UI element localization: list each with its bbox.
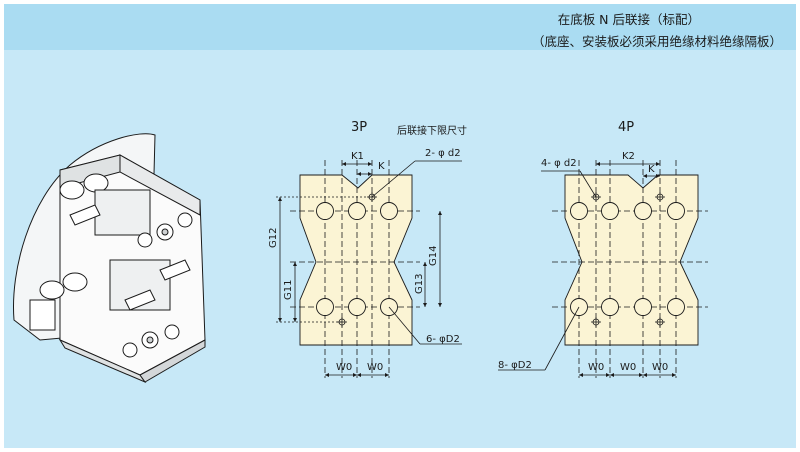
hole-large-3p-0-0 xyxy=(316,202,334,220)
hole-large-4p-1-2 xyxy=(634,298,652,316)
dim-w0-4p-1-arrow-left xyxy=(579,373,583,377)
dim-g12-3p-arrow-bottom xyxy=(278,318,282,322)
dim-k1-3p-arrow-left xyxy=(342,162,346,166)
dim-g12-3p: G12 xyxy=(268,227,279,248)
hole-large-4p-0-3 xyxy=(667,202,685,220)
header-band xyxy=(4,4,796,50)
leader-d2-3p xyxy=(371,160,416,198)
dim-g11-3p-arrow-top xyxy=(293,262,297,266)
dim-k1-3p: K1 xyxy=(351,151,364,162)
dim-k-3p-arrow-left xyxy=(357,172,361,176)
mounting-plate-3p xyxy=(299,174,413,346)
dim-g14-3p-arrow-bottom xyxy=(438,303,442,307)
hole-large-4p-1-3 xyxy=(667,298,685,316)
dim-g13-3p-arrow-bottom xyxy=(423,303,427,307)
hole-large-3p-0-2 xyxy=(380,202,398,220)
dim-w0-4p-3: W0 xyxy=(652,362,669,373)
drawing-4p xyxy=(498,160,708,378)
dim-k2-4p: K2 xyxy=(622,151,635,162)
hole-large-callout-4p: 8- φD2 xyxy=(498,360,532,371)
subtitle-3p: 后联接下限尺寸 xyxy=(397,126,467,137)
dim-w0-4p-3-arrow-right xyxy=(672,373,676,377)
pole-label-3p: 3P xyxy=(351,120,368,135)
mounting-plate-4p xyxy=(564,174,699,346)
dim-k-3p-arrow-right xyxy=(368,172,372,176)
hole-large-3p-1-1 xyxy=(348,298,366,316)
hole-large-4p-0-1 xyxy=(601,202,619,220)
drawing-3p xyxy=(276,160,462,378)
dim-g11-3p-arrow-bottom xyxy=(293,318,297,322)
breaker-illustration xyxy=(13,133,206,384)
dim-g14-3p-arrow-top xyxy=(438,211,442,215)
dim-g11-3p: G11 xyxy=(283,279,294,300)
dim-g13-3p: G13 xyxy=(414,273,425,294)
dim-w0-4p-2-arrow-right xyxy=(639,373,643,377)
dim-k-4p-arrow-right xyxy=(656,174,660,178)
dim-k2-4p-arrow-left xyxy=(596,162,600,166)
dim-w0-4p-2: W0 xyxy=(620,362,637,373)
dim-k2-4p-arrow-right xyxy=(656,162,660,166)
dim-k1-3p-arrow-right xyxy=(368,162,372,166)
hole-large-3p-0-1 xyxy=(348,202,366,220)
hole-large-4p-0-2 xyxy=(634,202,652,220)
dim-w0-3p-1-arrow-right xyxy=(353,373,357,377)
hole-small-callout-3p: 2- φ d2 xyxy=(425,148,461,159)
dim-w0-3p-2-arrow-left xyxy=(357,373,361,377)
pole-label-4p: 4P xyxy=(618,120,635,135)
dim-k-4p: K xyxy=(648,164,655,175)
hole-large-4p-1-1 xyxy=(601,298,619,316)
dim-w0-4p-2-arrow-left xyxy=(610,373,614,377)
dim-k-3p: K xyxy=(378,161,385,172)
dim-w0-3p-2: W0 xyxy=(367,362,384,373)
dim-w0-4p-1-arrow-right xyxy=(606,373,610,377)
hole-large-callout-3p: 6- φD2 xyxy=(426,334,460,345)
leader-D2-3p xyxy=(388,306,421,345)
dim-k-4p-arrow-left xyxy=(643,174,647,178)
dim-g12-3p-arrow-top xyxy=(278,197,282,201)
dim-w0-4p-1: W0 xyxy=(588,362,605,373)
dim-w0-3p-2-arrow-right xyxy=(385,373,389,377)
dim-g13-3p-arrow-top xyxy=(423,262,427,266)
dim-w0-3p-1: W0 xyxy=(336,362,353,373)
dim-w0-3p-1-arrow-left xyxy=(325,373,329,377)
leader-D2-4p xyxy=(544,306,580,371)
header-note: （底座、安装板必须采用绝缘材料绝缘隔板） xyxy=(531,34,782,49)
hole-large-3p-1-0 xyxy=(316,298,334,316)
dim-g14-3p: G14 xyxy=(428,245,439,266)
dim-w0-4p-3-arrow-left xyxy=(643,373,647,377)
leader-d2-4p xyxy=(579,170,597,198)
hole-large-4p-0-0 xyxy=(570,202,588,220)
header-title: 在底板 N 后联接（标配） xyxy=(557,12,700,27)
hole-small-callout-4p: 4- φ d2 xyxy=(541,158,577,169)
